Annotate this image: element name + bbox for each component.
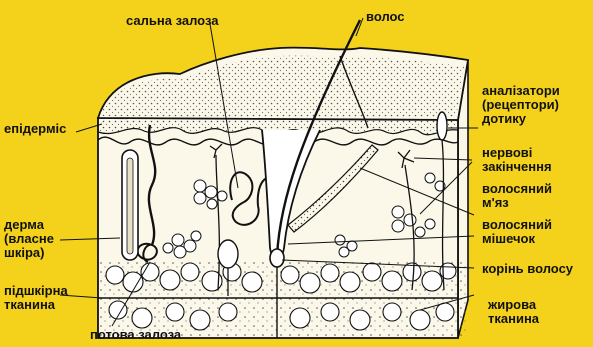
label-receptors-1: аналізатори — [482, 84, 560, 98]
label-hair-follicle-2: мішечок — [482, 232, 535, 246]
label-subcutaneous-1: підшкірна — [4, 284, 68, 298]
touch-receptor — [437, 112, 447, 140]
label-fat-tissue-2: тканина — [488, 312, 539, 326]
label-hair-follicle-1: волосяний — [482, 218, 552, 232]
label-dermis-1: дерма — [4, 218, 44, 232]
label-hair-root: корінь волосу — [482, 262, 573, 276]
epidermis-top-dotted — [100, 56, 464, 118]
label-hair: волос — [366, 10, 405, 24]
label-dermis-3: шкіра) — [4, 246, 44, 260]
label-dermis-2: (власне — [4, 232, 54, 246]
hair-bulb — [270, 249, 284, 267]
label-receptors-2: (рецептори) — [482, 98, 559, 112]
label-hair-muscle-2: м'яз — [482, 196, 509, 210]
label-nerve-endings-2: закінчення — [482, 160, 552, 174]
label-nerve-endings-1: нервові — [482, 146, 532, 160]
label-fat-tissue-1: жирова — [488, 298, 536, 312]
gland-capsule — [218, 240, 238, 268]
label-sebaceous-gland: сальна залоза — [126, 14, 218, 28]
label-epidermis: епідерміс — [4, 122, 66, 136]
left-receptor-core — [127, 158, 133, 254]
label-hair-muscle-1: волосяний — [482, 182, 552, 196]
label-receptors-3: дотику — [482, 112, 526, 126]
label-subcutaneous-2: тканина — [4, 298, 55, 312]
label-sweat-gland: потова залоза — [90, 328, 181, 342]
